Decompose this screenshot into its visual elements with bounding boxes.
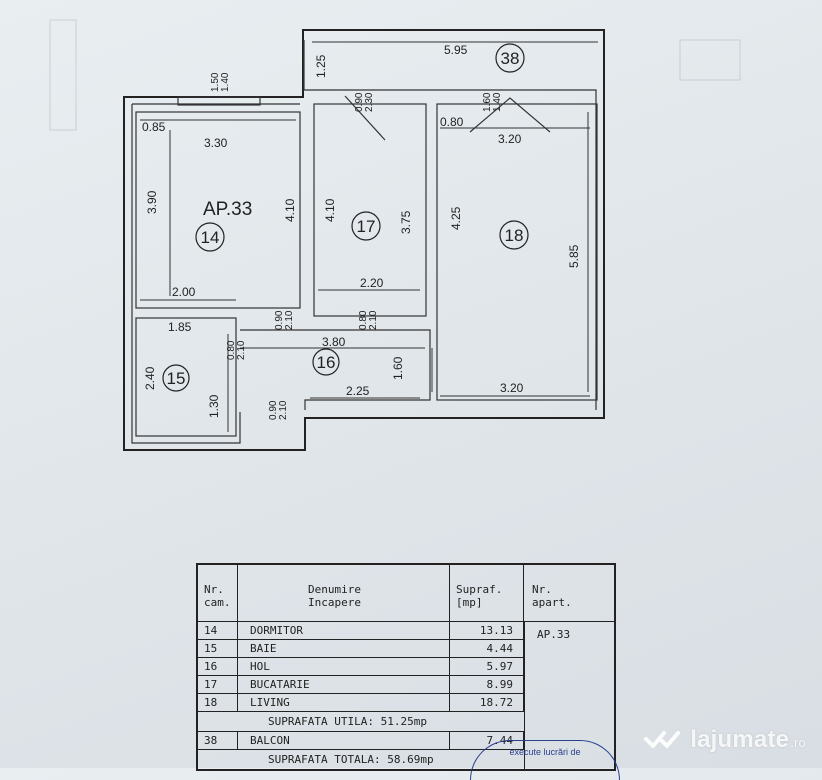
watermark-logo: lajumate .ro xyxy=(640,726,806,754)
ghost-mark xyxy=(679,39,741,81)
dim-text: 4.25 xyxy=(449,206,463,230)
room-number: 16 xyxy=(317,353,336,372)
table-row: 16 HOL 5.97 xyxy=(198,658,524,676)
room-number: 18 xyxy=(505,226,524,245)
room-number: 15 xyxy=(167,369,186,388)
dim-text: 2.10 xyxy=(278,400,289,420)
header-denumire: Denumire Incapere xyxy=(238,565,450,621)
dim-text: 2.40 xyxy=(143,366,157,390)
room-16-outline xyxy=(240,329,431,410)
room-circle xyxy=(162,364,190,392)
dim-text: 1.60 xyxy=(391,356,405,380)
table-header: Nr. cam. Denumire Incapere Supraf. [mp] … xyxy=(198,565,614,622)
outer-wall xyxy=(123,29,605,451)
dim-text: 4.10 xyxy=(283,198,297,222)
apartment-cell: AP.33 xyxy=(524,622,610,769)
cell-name: HOL xyxy=(238,658,450,675)
dim-text: 3.90 xyxy=(145,190,159,214)
cell-area: 8.99 xyxy=(450,676,524,693)
dim-text: 0.80 xyxy=(358,310,369,330)
cell-area: 5.97 xyxy=(450,658,524,675)
dim-text: 0.80 xyxy=(440,115,464,129)
table-row: 17 BUCATARIE 8.99 xyxy=(198,676,524,694)
cell-name: BUCATARIE xyxy=(238,676,450,693)
dim-text: 1.30 xyxy=(207,394,221,418)
heart-check-icon xyxy=(644,731,681,748)
header-nr: Nr. cam. xyxy=(198,565,238,621)
dim-text: 2.25 xyxy=(346,384,370,398)
cell-area: 13.13 xyxy=(450,622,524,639)
dim-text: 1.85 xyxy=(168,320,192,334)
dim-text: 0.90 xyxy=(268,400,279,420)
dim-text: 5.95 xyxy=(444,43,468,57)
cell-name: DORMITOR xyxy=(238,622,450,639)
dim-text: 2.30 xyxy=(364,92,375,112)
cell-name: BAIE xyxy=(238,640,450,657)
header-supraf: Supraf. [mp] xyxy=(450,565,524,621)
dim-text: 3.80 xyxy=(322,335,346,349)
cell-nr: 16 xyxy=(198,658,238,675)
cell-name: BALCON xyxy=(238,732,450,749)
table-row: 14 DORMITOR 13.13 xyxy=(198,622,524,640)
dim-text: 2.10 xyxy=(236,340,247,360)
table-row: 18 LIVING 18.72 xyxy=(198,694,524,712)
dim-text: 4.10 xyxy=(323,198,337,222)
dim-text: 3.20 xyxy=(500,381,524,395)
cell-name: LIVING xyxy=(238,694,450,711)
room-17-outline xyxy=(313,103,427,317)
dim-text: 3.20 xyxy=(498,132,522,146)
official-stamp: execute lucrări de xyxy=(470,740,620,780)
ghost-mark xyxy=(49,19,77,131)
area-table: Nr. cam. Denumire Incapere Supraf. [mp] … xyxy=(196,563,616,771)
door-swing xyxy=(469,97,551,133)
dim-text: 1.40 xyxy=(492,92,503,112)
floor-plan-drawing: 1.25 5.95 1.50 1.40 0.90 2.30 1.60 1.40 … xyxy=(49,19,741,451)
dim-text: 1.40 xyxy=(220,72,231,92)
room-circle xyxy=(495,43,525,73)
dim-text: 3.75 xyxy=(399,210,413,234)
cell-area: 18.72 xyxy=(450,694,524,711)
room-circle xyxy=(312,348,340,376)
stamp-text: execute lucrări de xyxy=(509,747,581,757)
dim-text: 2.20 xyxy=(360,276,384,290)
cell-nr: 14 xyxy=(198,622,238,639)
dim-text: 1.25 xyxy=(314,54,328,78)
inner-wall-line xyxy=(131,40,597,444)
apartment-label: AP.33 xyxy=(203,199,252,220)
watermark-suffix: .ro xyxy=(790,735,806,750)
dim-text: 3.30 xyxy=(204,136,228,150)
dim-text: 2.00 xyxy=(172,285,196,299)
dim-text: 0.90 xyxy=(274,310,285,330)
window xyxy=(177,96,261,106)
dim-text: 1.50 xyxy=(210,72,221,92)
room-circle xyxy=(351,211,381,241)
header-apart: Nr. apart. xyxy=(532,583,572,609)
cell-nr: 18 xyxy=(198,694,238,711)
dim-text: 0.90 xyxy=(354,92,365,112)
room-number: 38 xyxy=(501,49,520,68)
room-circle xyxy=(499,220,529,250)
dim-text: 2.10 xyxy=(368,310,379,330)
room-number: 17 xyxy=(357,217,376,236)
room-14-outline xyxy=(135,111,301,309)
cell-nr: 38 xyxy=(198,732,238,749)
room-circle xyxy=(195,222,225,252)
room-15-outline xyxy=(135,317,237,437)
dim-text: 5.85 xyxy=(567,244,581,268)
cell-nr: 15 xyxy=(198,640,238,657)
cell-nr: 17 xyxy=(198,676,238,693)
dim-text: 0.80 xyxy=(226,340,237,360)
room-number: 14 xyxy=(201,228,220,247)
dim-text: 2.10 xyxy=(284,310,295,330)
total-area: SUPRAFATA TOTALA: 58.69mp xyxy=(268,753,434,766)
table-row: 15 BAIE 4.44 xyxy=(198,640,524,658)
usable-area-total: SUPRAFATA UTILA: 51.25mp xyxy=(198,712,524,732)
cell-area: 4.44 xyxy=(450,640,524,657)
dim-text: 1.60 xyxy=(482,92,493,112)
dim-text: 0.85 xyxy=(142,120,166,134)
watermark-brand: lajumate xyxy=(690,726,790,753)
table-row-balcony: 38 BALCON 7.44 xyxy=(198,732,524,750)
door-swing xyxy=(344,95,386,141)
